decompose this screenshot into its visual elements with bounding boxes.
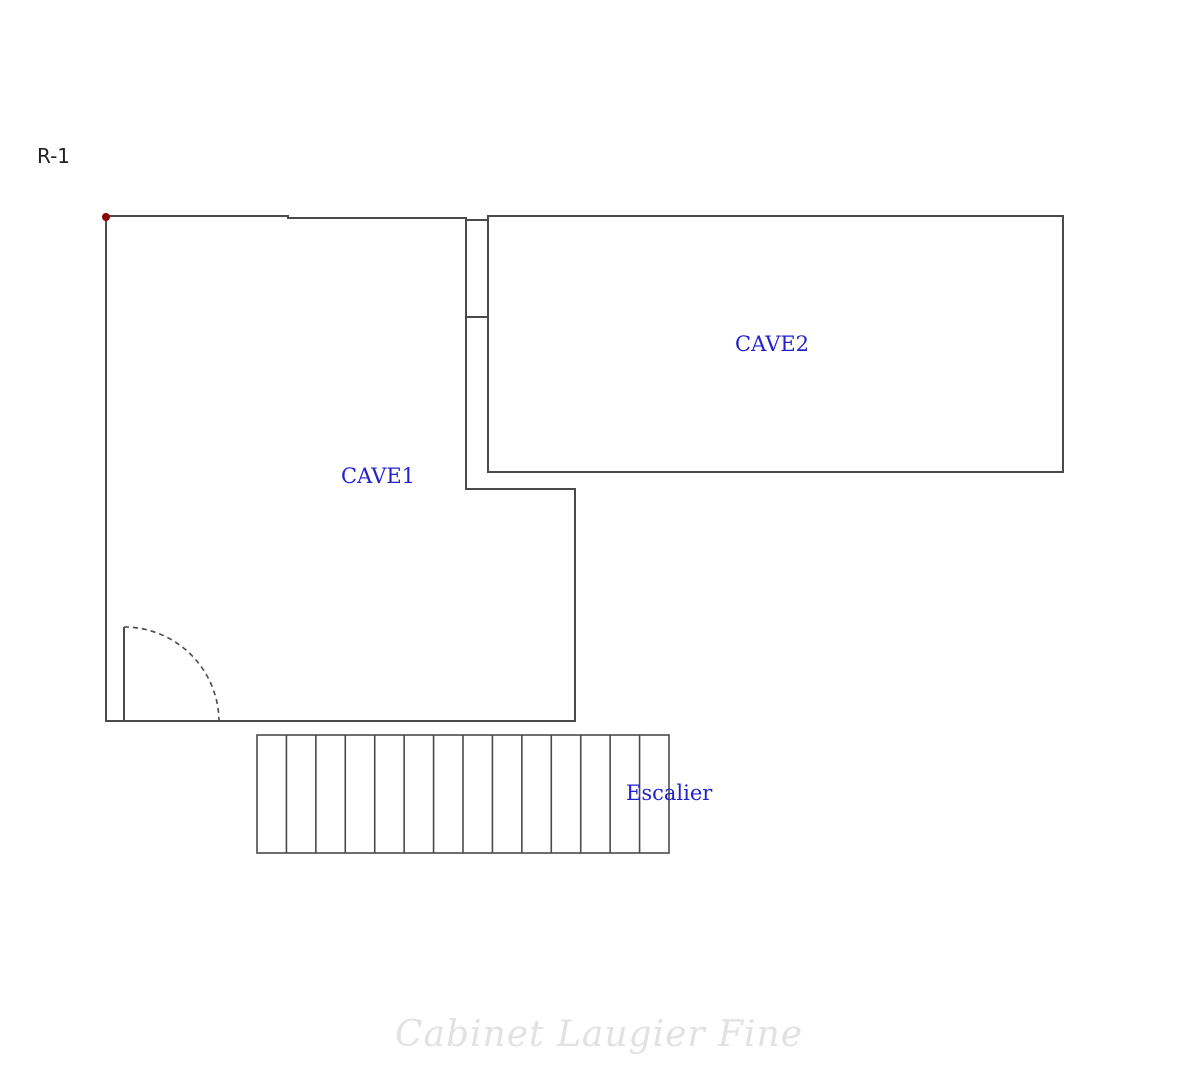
watermark: Cabinet Laugier Fine: [395, 1014, 803, 1055]
door-swing-arc: [123, 626, 220, 722]
staircase: [256, 734, 670, 854]
origin-marker: [102, 213, 110, 221]
cave2-label: CAVE2: [735, 332, 809, 356]
cave2-wall: [487, 215, 1064, 473]
escalier-label: Escalier: [626, 781, 713, 805]
level-label: R-1: [37, 144, 70, 168]
cave1-wall: [105, 215, 576, 722]
cave1-label: CAVE1: [341, 464, 415, 488]
